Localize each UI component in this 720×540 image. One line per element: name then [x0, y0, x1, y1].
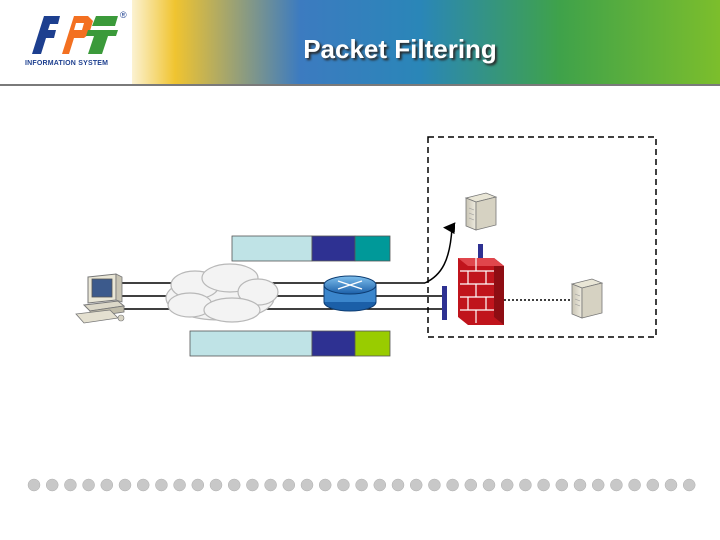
cloud-icon [165, 263, 279, 323]
footer-dot [573, 478, 587, 492]
packet-top-data [231, 235, 313, 262]
footer-dot [355, 478, 368, 492]
footer-dot [591, 478, 605, 492]
footer-dot [409, 478, 423, 492]
footer-dot [118, 478, 132, 492]
header-divider [0, 84, 720, 86]
packet-top [231, 235, 391, 262]
footer-dot [209, 478, 223, 492]
footer-dot [682, 478, 696, 492]
footer-dot [500, 478, 514, 492]
footer-dot [446, 478, 459, 492]
packet-bottom-header [311, 330, 356, 357]
fpt-logo-icon [26, 16, 118, 56]
logo-subtitle: INFORMATION SYSTEM [25, 60, 109, 67]
footer-dot [555, 478, 569, 492]
packet-bottom [189, 330, 391, 357]
footer-dot [610, 478, 623, 492]
footer-dot [428, 478, 441, 492]
packet-filtering-diagram [75, 136, 657, 357]
footer-dot [155, 478, 168, 492]
footer-dot [264, 478, 277, 492]
packet-bottom-trailer [354, 330, 391, 357]
footer-dot [646, 478, 660, 492]
footer-dot [628, 478, 641, 492]
registered-mark: ® [120, 10, 127, 20]
footer-dot [664, 478, 678, 492]
footer-dot [519, 478, 532, 492]
protected-network-boundary [427, 136, 657, 338]
footer-dot [64, 478, 77, 492]
footer-dot [27, 478, 41, 492]
footer-dot [136, 478, 150, 492]
workstation-icon [75, 273, 126, 324]
server-icon-right [570, 278, 604, 319]
footer-dot [318, 478, 332, 492]
footer-dot [227, 478, 241, 492]
footer-dot [282, 478, 296, 492]
footer-dot [391, 478, 405, 492]
footer-dot-divider [27, 478, 696, 492]
packet-bottom-data [189, 330, 313, 357]
packet-top-header [311, 235, 356, 262]
packet-top-trailer [354, 235, 391, 262]
footer-dot [482, 478, 496, 492]
router-icon [323, 275, 377, 312]
footer-dot [246, 478, 259, 492]
footer-dot [45, 478, 59, 492]
slide-header: ® INFORMATION SYSTEM Packet Filtering [0, 0, 720, 86]
server-icon-top [464, 192, 498, 231]
footer-dot [337, 478, 350, 492]
footer-dot [537, 478, 550, 492]
slide-title: Packet Filtering [303, 34, 497, 64]
firewall-icon [458, 244, 504, 325]
footer-dot [373, 478, 387, 492]
footer-dot [82, 478, 95, 492]
footer-dot [191, 478, 205, 492]
footer-dot [100, 478, 114, 492]
packet-filter-bar [442, 286, 447, 320]
footer-dot [464, 478, 478, 492]
permitted-traffic-arrow [424, 222, 456, 284]
footer-dot [300, 478, 314, 492]
footer-dot [173, 478, 186, 492]
company-logo: ® INFORMATION SYSTEM [0, 0, 132, 84]
